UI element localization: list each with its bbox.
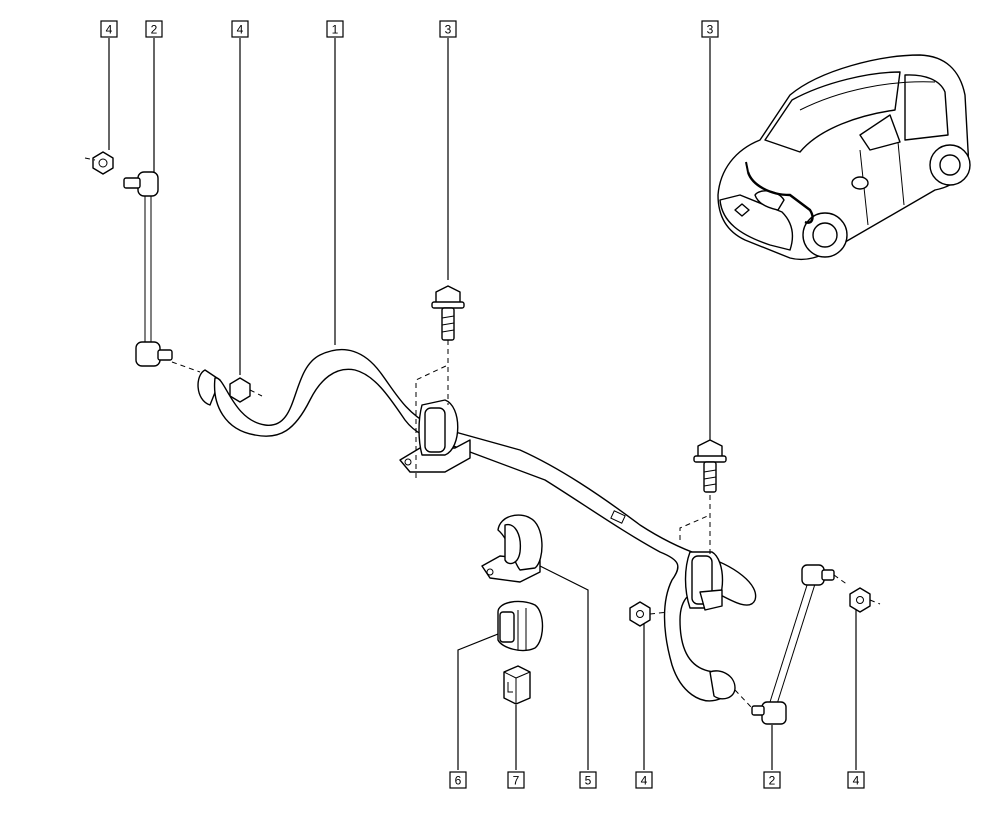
left-bracket-assembly bbox=[399, 340, 471, 478]
callout-label: 3 bbox=[445, 23, 452, 37]
callout-7: 7 bbox=[507, 771, 525, 789]
callout-4-bottom-right: 4 bbox=[847, 771, 865, 789]
bracket-part-5 bbox=[481, 514, 543, 583]
callout-label: 2 bbox=[769, 774, 776, 788]
callout-4-top-left: 4 bbox=[100, 20, 118, 38]
right-bolt bbox=[693, 439, 727, 493]
callout-4-top-middle: 4 bbox=[231, 20, 249, 38]
callout-3-right: 3 bbox=[701, 20, 719, 38]
block-part-7 bbox=[503, 665, 531, 705]
callout-label: 6 bbox=[455, 774, 462, 788]
right-link-rod bbox=[734, 564, 849, 725]
callout-label: 4 bbox=[853, 774, 860, 788]
right-nut bbox=[849, 587, 881, 613]
car-illustration bbox=[717, 54, 971, 261]
callout-label: 3 bbox=[707, 23, 714, 37]
left-bolt bbox=[431, 285, 465, 341]
callout-2-top-left: 2 bbox=[145, 20, 163, 38]
callout-1: 1 bbox=[326, 20, 344, 38]
callout-4-bottom-middle: 4 bbox=[635, 771, 653, 789]
stabilizer-bar bbox=[197, 348, 757, 702]
left-link-rod bbox=[123, 171, 201, 373]
callout-5: 5 bbox=[579, 771, 597, 789]
callout-label: 4 bbox=[641, 774, 648, 788]
bottom-nut bbox=[629, 601, 669, 627]
callout-label: 5 bbox=[585, 774, 592, 788]
callout-2-bottom-right: 2 bbox=[763, 771, 781, 789]
left-nut-lower bbox=[229, 377, 263, 403]
callout-6: 6 bbox=[449, 771, 467, 789]
callout-label: 7 bbox=[513, 774, 520, 788]
callout-label: 2 bbox=[151, 23, 158, 37]
bushing-part-6 bbox=[497, 600, 544, 652]
callout-3-left: 3 bbox=[439, 20, 457, 38]
callout-label: 4 bbox=[106, 23, 113, 37]
right-bracket-assembly bbox=[679, 495, 724, 611]
left-nut-upper bbox=[84, 151, 114, 175]
callout-label: 1 bbox=[332, 23, 339, 37]
leader-lines bbox=[108, 38, 857, 770]
callout-label: 4 bbox=[237, 23, 244, 37]
